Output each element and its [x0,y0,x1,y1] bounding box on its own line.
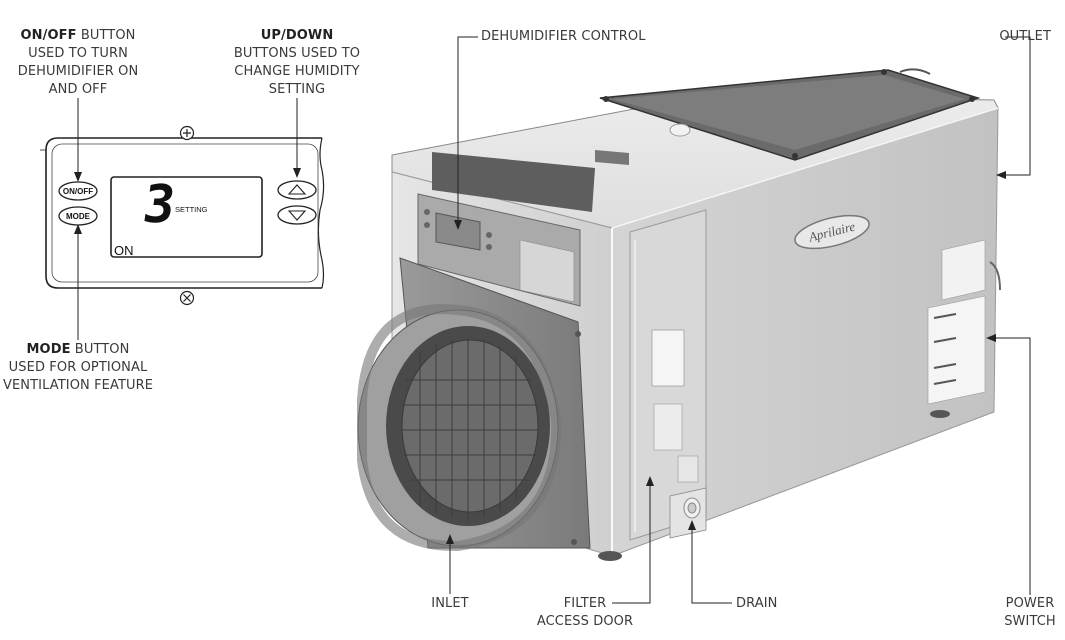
callout-onoff-line3: DEHUMIDIFIER ON [17,64,139,79]
screw-icon [179,125,195,141]
callout-onoff-rest: BUTTON [76,28,136,43]
callout-onoff: ON/OFF BUTTON USED TO TURN DEHUMIDIFIER … [8,27,148,99]
control-panel-closeup [40,125,325,306]
callout-updown-bold: UP/DOWN [260,28,334,43]
svg-text:ON/OFF: ON/OFF [63,187,93,196]
aprilaire-logo [794,214,870,250]
callout-onoff-bold: ON/OFF [20,28,77,43]
up-button[interactable] [277,180,317,200]
svg-text:MODE: MODE [66,212,91,221]
triangle-up-icon [287,184,307,195]
callout-mode-bold: MODE [26,342,71,357]
callout-outlet: OUTLET [999,29,1051,44]
callout-onoff-line2: USED TO TURN [28,46,128,61]
callout-power-line2: SWITCH [1004,614,1056,629]
onoff-button[interactable]: ON/OFF [58,181,98,201]
callout-updown-line4: SETTING [268,82,326,97]
dehumidifier-unit [357,68,1001,561]
down-button[interactable] [277,205,317,225]
triangle-down-icon [287,210,307,221]
callout-mode-line2: USED FOR OPTIONAL [8,360,148,375]
callout-onoff-line4: AND OFF [48,82,108,97]
display-setting: SETTING [175,205,208,214]
lcd-display [110,176,263,258]
callout-updown: UP/DOWN BUTTONS USED TO CHANGE HUMIDITY … [227,27,367,99]
callout-power-switch: POWER SWITCH [995,595,1065,631]
callout-filter-line2: ACCESS DOOR [536,614,634,629]
callout-updown-line2: BUTTONS USED TO [233,46,361,61]
callout-drain: DRAIN [736,596,778,611]
callout-filter-access-door: FILTER ACCESS DOOR [535,595,635,631]
callout-dehumidifier-control: DEHUMIDIFIER CONTROL [481,29,646,44]
callout-updown-line3: CHANGE HUMIDITY [234,64,360,79]
leader-lines [74,36,1031,604]
display-status: ON [114,243,134,258]
callout-mode-line3: VENTILATION FEATURE [3,378,154,393]
callout-power-line1: POWER [1005,596,1055,611]
callout-inlet: INLET [431,596,469,611]
screw-icon [179,290,195,306]
callout-mode: MODE BUTTON USED FOR OPTIONAL VENTILATIO… [3,341,153,395]
mode-button[interactable]: MODE [58,206,98,226]
callout-filter-line1: FILTER [563,596,607,611]
callout-mode-rest: BUTTON [70,342,130,357]
